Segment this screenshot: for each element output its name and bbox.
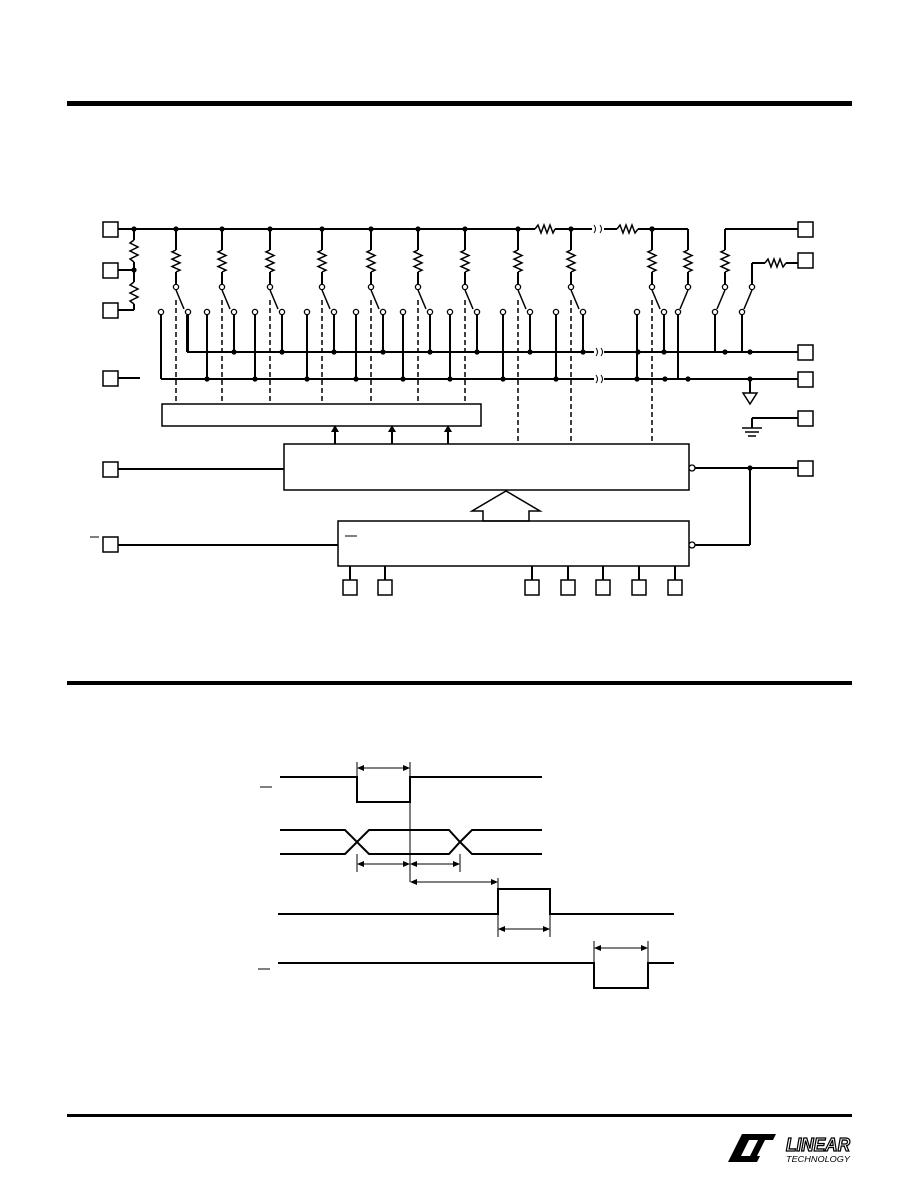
top-rule <box>67 101 852 106</box>
middle-rule <box>67 681 852 685</box>
pin-bottom-2 <box>377 579 393 596</box>
block-diagram <box>90 221 814 596</box>
pin-left-3 <box>102 302 119 319</box>
pin-bottom-3 <box>524 579 540 596</box>
waveform-1 <box>280 776 542 803</box>
dac-register-block <box>283 443 690 491</box>
logo-text-linear: LINEAR <box>786 1135 850 1155</box>
lt-logo-icon <box>728 1134 776 1162</box>
logo-text-technology: TECHNOLOGY <box>786 1155 851 1164</box>
pin-bottom-4 <box>560 579 576 596</box>
input-shift-register-block <box>337 520 690 567</box>
pin-left-1 <box>102 221 119 238</box>
pin-left-2 <box>102 262 119 279</box>
pin-left-6 <box>102 536 119 553</box>
pin-right-1 <box>797 221 814 238</box>
pin-right-3 <box>797 344 814 361</box>
switch-array <box>157 229 756 444</box>
linear-technology-logo: LINEAR TECHNOLOGY <box>728 1134 851 1164</box>
switch-decoder-block <box>161 403 482 427</box>
waveform-2-lower <box>280 840 542 855</box>
pin-left-5 <box>102 461 119 478</box>
pin-bottom-1 <box>342 579 358 596</box>
bottom-rule <box>67 1114 852 1117</box>
pin-right-5 <box>797 410 814 427</box>
junction-dots <box>131 226 753 471</box>
pin-bottom-6 <box>631 579 647 596</box>
pin-bottom-5 <box>595 579 611 596</box>
pin-left-4 <box>102 370 119 387</box>
pin-right-2 <box>797 252 814 269</box>
pin-right-6 <box>797 460 814 477</box>
waveform-2-upper <box>280 829 542 844</box>
timing-diagram <box>258 762 674 989</box>
waveform-3 <box>278 888 674 915</box>
pin-bottom-7 <box>667 579 683 596</box>
pin-right-4 <box>797 371 814 388</box>
waveform-4 <box>278 962 674 989</box>
